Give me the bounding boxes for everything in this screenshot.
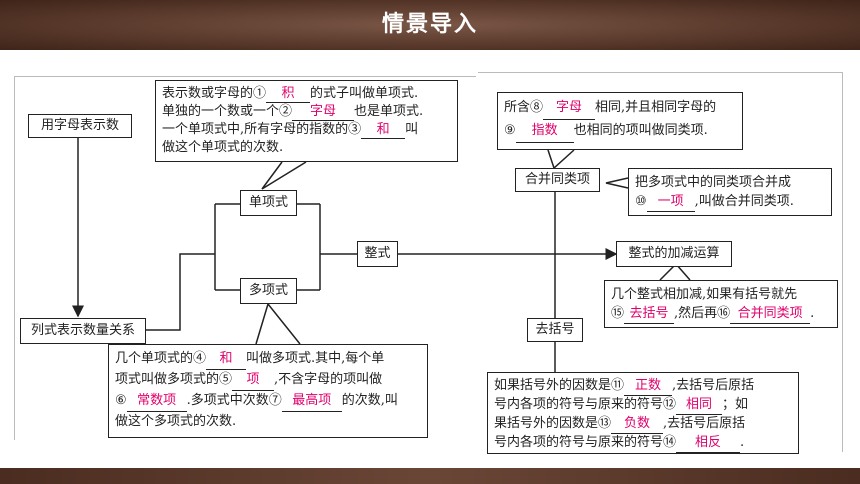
node-integral: 整式 bbox=[357, 241, 398, 267]
answer-blank-5: 项 bbox=[232, 370, 275, 391]
answer-blank-16: 合并同类项 bbox=[730, 304, 811, 324]
frame-right bbox=[842, 72, 843, 452]
node-combine: 合并同类项 bbox=[515, 168, 600, 192]
node-brackets: 去括号 bbox=[527, 318, 583, 342]
node-relation: 列式表示数量关系 bbox=[20, 318, 146, 344]
frame-top-right bbox=[478, 72, 842, 73]
node-monomial: 单项式 bbox=[240, 190, 297, 216]
answer-blank-4: 和 bbox=[206, 349, 247, 370]
frame-left bbox=[14, 76, 15, 440]
answer-blank-9: 指数 bbox=[515, 120, 574, 143]
node-polynomial: 多项式 bbox=[240, 278, 297, 304]
answer-blank-6: 常数项 bbox=[126, 391, 187, 412]
answer-blank-13: 负数 bbox=[611, 415, 664, 434]
answer-blank-14: 相反 bbox=[676, 434, 741, 453]
header-bar bbox=[0, 0, 860, 50]
node-letters: 用字母表示数 bbox=[28, 114, 132, 138]
page-title: 情景导入 bbox=[381, 12, 478, 37]
node-addsub: 整式的加减运算 bbox=[616, 241, 732, 267]
answer-blank-12: 相同 bbox=[676, 396, 723, 415]
answer-blank-7: 最高项 bbox=[281, 391, 342, 412]
answer-blank-10: 一项 bbox=[646, 192, 695, 212]
answer-blank-3: 和 bbox=[361, 121, 406, 139]
frame-top-left bbox=[14, 76, 476, 77]
answer-blank-2: 字母 bbox=[292, 103, 355, 121]
answer-blank-8: 字母 bbox=[543, 97, 596, 120]
answer-blank-15: 去括号 bbox=[624, 304, 675, 324]
answer-blank-11: 正数 bbox=[624, 377, 673, 396]
answer-blank-1: 积 bbox=[266, 85, 311, 103]
footer-bar bbox=[0, 468, 860, 484]
